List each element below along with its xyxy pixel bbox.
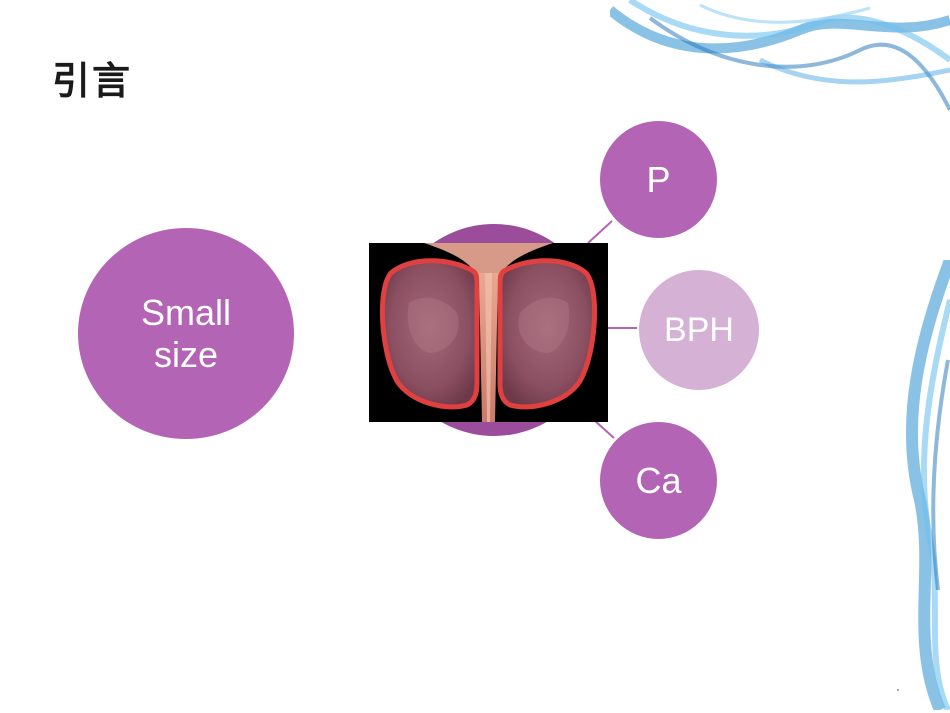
bph-label: BPH <box>664 310 734 349</box>
small-size-label-line2: size <box>153 333 219 375</box>
small-size-label-line1: Small <box>140 292 232 334</box>
ca-node: Ca <box>598 420 719 541</box>
connector-to-ca <box>593 419 615 439</box>
p-node: P <box>598 119 719 240</box>
slide-title: 引言 <box>52 59 133 103</box>
slide-corner-mark <box>897 689 899 691</box>
prostate-illustration-icon <box>369 243 608 422</box>
blue-smoke-decoration-right <box>906 260 950 710</box>
p-label: P <box>646 158 671 200</box>
ca-label: Ca <box>635 459 682 501</box>
connector-to-p <box>587 220 613 244</box>
bph-node: BPH <box>637 268 761 392</box>
small-size-node: Small size <box>78 228 294 439</box>
blue-smoke-decoration-top <box>610 0 950 111</box>
